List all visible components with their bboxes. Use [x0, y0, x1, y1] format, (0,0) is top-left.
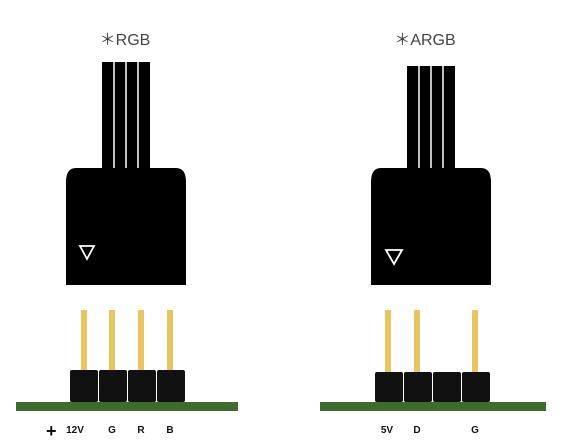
- argb-header-block-1: [375, 372, 403, 402]
- argb-pin-1: [385, 310, 391, 372]
- rgb-pin-2: [109, 310, 115, 372]
- argb-pin-label-4: G: [471, 425, 479, 436]
- argb-header-block-3: [433, 372, 461, 402]
- rgb-connector-group: ＊RGB + 12V G R B: [16, 32, 238, 440]
- argb-title: ＊ARGB: [394, 32, 455, 49]
- rgb-plus-icon: +: [46, 421, 57, 440]
- rgb-header-block-4: [157, 370, 185, 402]
- rgb-pin-label-2: G: [108, 425, 116, 436]
- rgb-pin-3: [138, 310, 144, 372]
- argb-connector-housing: [371, 168, 491, 285]
- argb-pin-4: [472, 310, 478, 372]
- rgb-triangle-down-icon: [78, 245, 96, 261]
- argb-triangle-down-icon: [384, 249, 404, 266]
- rgb-pin-1: [81, 310, 87, 372]
- rgb-header-block-2: [99, 370, 127, 402]
- argb-pin-2: [414, 310, 420, 372]
- rgb-circuit-board: [16, 402, 238, 411]
- rgb-header-block-3: [128, 370, 156, 402]
- rgb-pin-label-4: B: [166, 425, 173, 436]
- rgb-pin-4: [167, 310, 173, 372]
- rgb-connector-housing: [66, 168, 186, 285]
- argb-connector-group: ＊ARGB 5V D G: [320, 32, 546, 436]
- argb-header-block-4: [462, 372, 490, 402]
- argb-header-block-2: [404, 372, 432, 402]
- rgb-pin-label-3: R: [137, 425, 145, 436]
- rgb-title: ＊RGB: [100, 32, 151, 49]
- argb-circuit-board: [320, 402, 546, 411]
- rgb-header-block-1: [70, 370, 98, 402]
- argb-pin-label-2: D: [413, 425, 420, 436]
- rgb-pin-label-1: 12V: [66, 425, 84, 436]
- argb-pin-label-1: 5V: [381, 425, 394, 436]
